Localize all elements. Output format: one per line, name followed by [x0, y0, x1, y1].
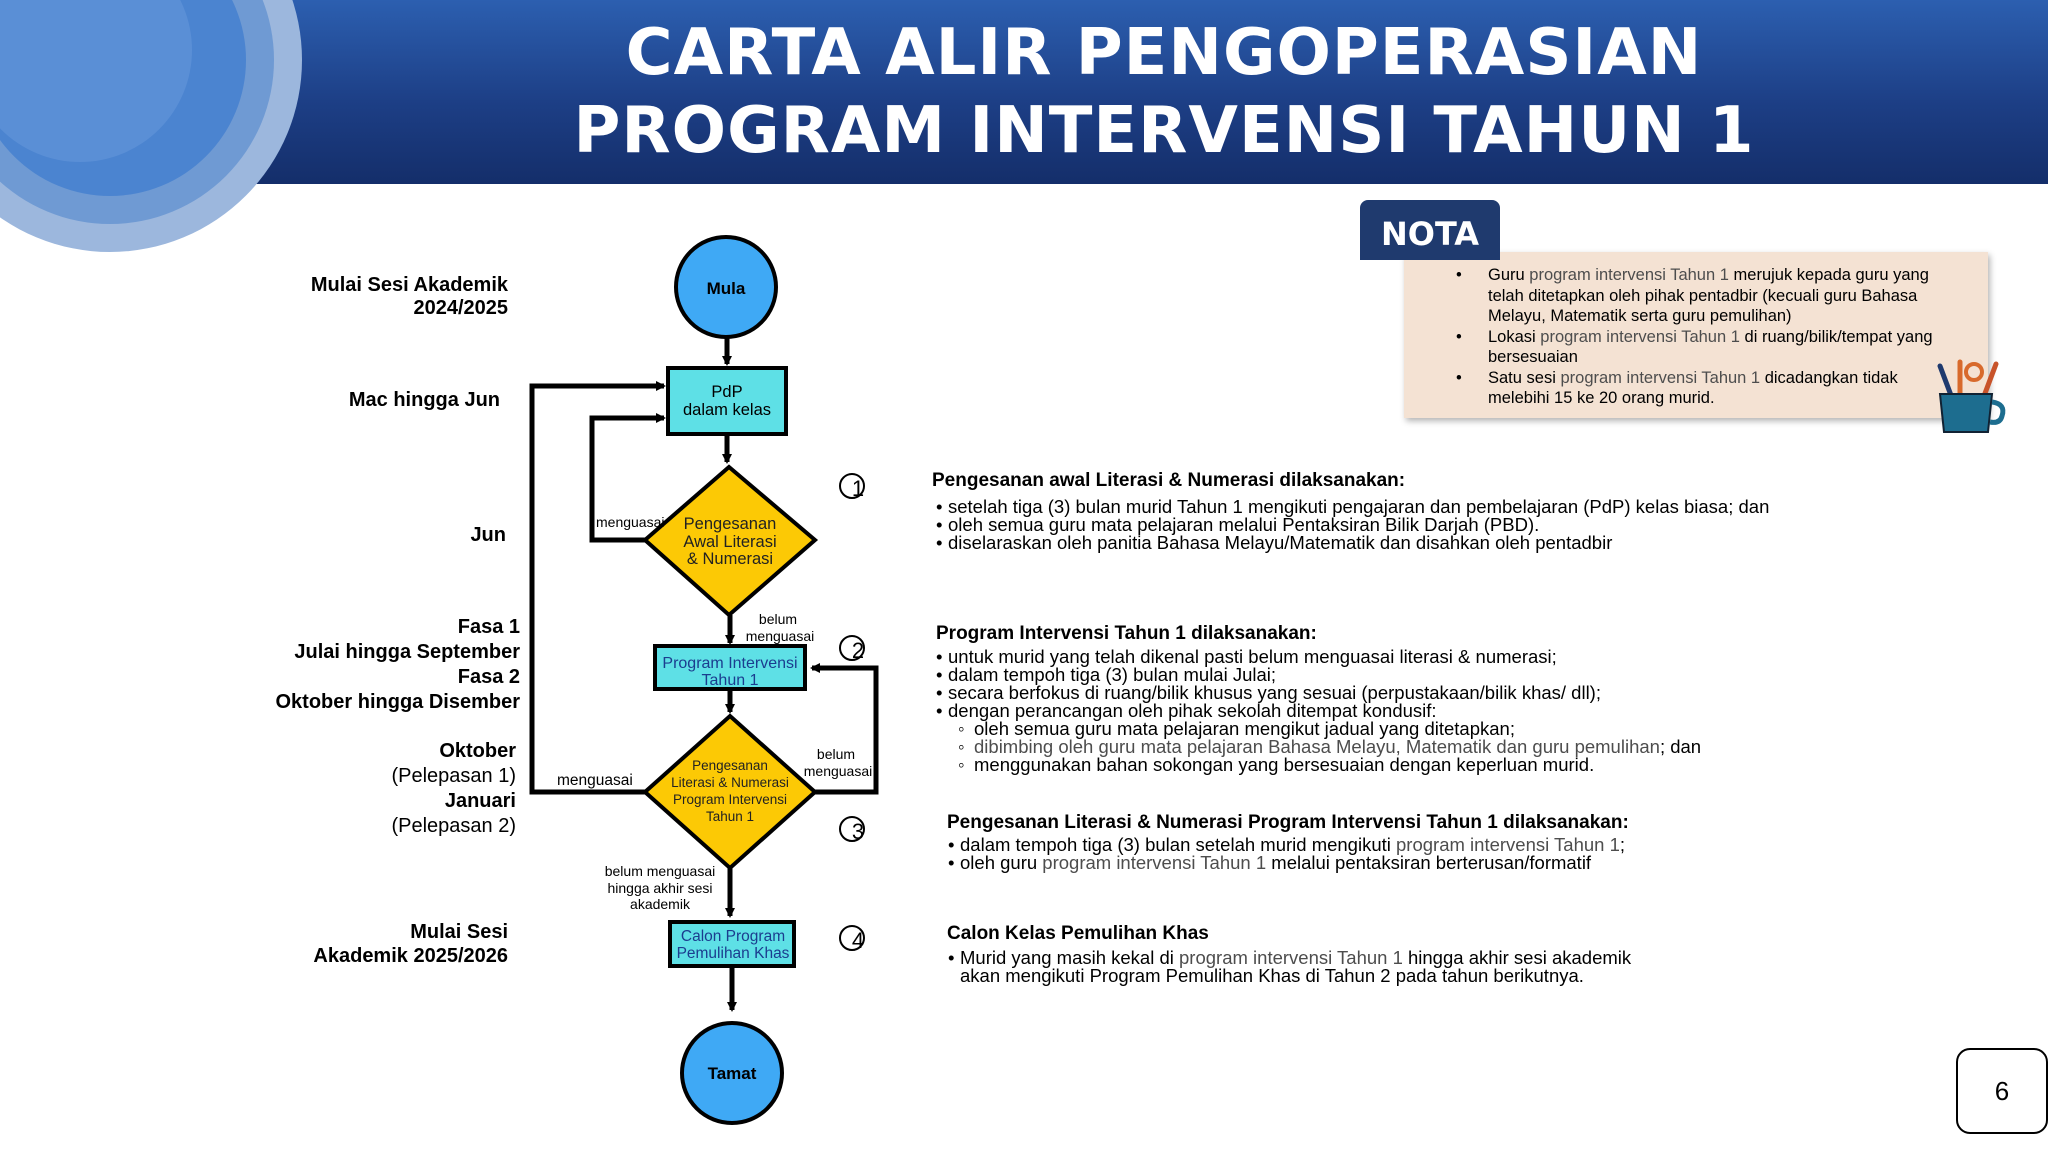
section-2-subitem: dibimbing oleh guru mata pelajaran Bahas… [936, 737, 1701, 756]
section-2-list: untuk murid yang telah dikenal pasti bel… [936, 647, 1701, 774]
edge-label-belum-3b: hingga akhir sesi [607, 880, 712, 896]
page-title-line2: PROGRAM INTERVENSI TAHUN 1 [573, 94, 1755, 168]
page-number: 6 [1956, 1048, 2048, 1134]
section-1-title: Pengesanan awal Literasi & Numerasi dila… [932, 470, 1406, 491]
timeline-jun: Jun [470, 524, 506, 546]
section-2-item: dalam tempoh tiga (3) bulan mulai Julai; [936, 665, 1701, 684]
section-3-title: Pengesanan Literasi & Numerasi Program I… [947, 812, 1629, 833]
d2-label-4: Tahun 1 [706, 809, 754, 824]
d1-label-1: Pengesanan [684, 515, 777, 533]
pdp-label-2: dalam kelas [683, 401, 771, 419]
nota-item: Lokasi program intervensi Tahun 1 di rua… [1456, 327, 1936, 368]
section-4-item: Murid yang masih kekal di program interv… [948, 948, 1631, 985]
edge-d1-menguasai [589, 413, 666, 543]
section-3-item: oleh guru program intervensi Tahun 1 mel… [948, 853, 1625, 872]
end-terminal: Tamat [680, 1021, 784, 1125]
section-2-subitem: oleh semua guru mata pelajaran mengikut … [936, 719, 1701, 738]
calon-label-2: Pemulihan Khas [677, 945, 790, 962]
pi-label-1: Program Intervensi [662, 655, 797, 672]
step-marker-4: 4 [839, 925, 865, 953]
end-label: Tamat [708, 1064, 757, 1083]
page-title: CARTA ALIR PENGOPERASIAN PROGRAM INTERVE… [280, 14, 2048, 170]
section-2-item: dengan perancangan oleh pihak sekolah di… [936, 701, 1701, 720]
timeline-mac-jun: Mac hingga Jun [348, 389, 500, 411]
svg-text:3: 3 [852, 819, 864, 844]
page-title-line1: CARTA ALIR PENGOPERASIAN [625, 16, 1703, 90]
section-1-item: oleh semua guru mata pelajaran melalui P… [936, 515, 1769, 534]
d1-label-3: & Numerasi [687, 550, 773, 568]
edge-d2-belum [810, 663, 879, 795]
nota-list: Guru program intervensi Tahun 1 merujuk … [1456, 265, 1936, 409]
section-2-subitem: menggunakan bahan sokongan yang bersesua… [936, 755, 1701, 774]
step-marker-3: 3 [839, 816, 865, 844]
pdp-process: PdP dalam kelas [666, 366, 788, 436]
edge-label-belum-2a: belum [817, 746, 855, 762]
svg-text:2: 2 [852, 638, 864, 663]
d1-label-2: Awal Literasi [683, 533, 776, 551]
d2-label-1: Pengesanan [692, 758, 768, 773]
pdp-label-1: PdP [711, 383, 742, 401]
section-2-title: Program Intervensi Tahun 1 dilaksanakan: [936, 623, 1317, 644]
timeline-fasa: Fasa 1 Julai hingga September Fasa 2 Okt… [275, 616, 521, 713]
edge-label-belum-2b: menguasai [804, 763, 873, 779]
edge-label-belum-1b: menguasai [746, 628, 815, 644]
decision-pengesanan-awal: Pengesanan Awal Literasi & Numerasi [641, 464, 819, 618]
header-banner: CARTA ALIR PENGOPERASIAN PROGRAM INTERVE… [0, 0, 2048, 184]
nota-item: Satu sesi program intervensi Tahun 1 dic… [1456, 368, 1936, 409]
calon-label-1: Calon Program [681, 928, 785, 945]
section-1-item: diselaraskan oleh panitia Bahasa Melayu/… [936, 533, 1769, 552]
timeline-pelepasan: Oktober (Pelepasan 1) Januari (Pelepasan… [391, 740, 516, 837]
step-marker-2: 2 [839, 635, 865, 663]
decision-pengesanan-pi: Pengesanan Literasi & Numerasi Program I… [641, 713, 819, 871]
edge-label-belum-3a: belum menguasai [605, 863, 716, 879]
nota-tab: NOTA [1360, 200, 1500, 260]
section-4-list: Murid yang masih kekal di program interv… [948, 948, 1631, 985]
corner-decoration [0, 0, 302, 252]
d2-label-3: Program Intervensi [673, 792, 787, 807]
program-intervensi-process: Program Intervensi Tahun 1 [653, 644, 807, 691]
edge-label-belum-1a: belum [759, 611, 797, 627]
start-terminal: Mula [674, 235, 778, 339]
edge-label-menguasai-1: menguasai [596, 514, 665, 530]
stationery-cup-icon [1937, 359, 2006, 433]
edge-label-belum-3c: akademik [630, 896, 691, 912]
svg-text:1: 1 [852, 476, 864, 501]
edge-label-menguasai-2: menguasai [557, 772, 633, 789]
section-2-item: untuk murid yang telah dikenal pasti bel… [936, 647, 1701, 666]
edge-d2-menguasai [529, 381, 666, 795]
pi-label-2: Tahun 1 [702, 672, 759, 689]
section-1-list: setelah tiga (3) bulan murid Tahun 1 men… [936, 497, 1769, 552]
section-1-item: setelah tiga (3) bulan murid Tahun 1 men… [936, 497, 1769, 516]
step-marker-1: 1 [839, 473, 865, 501]
d2-label-2: Literasi & Numerasi [671, 775, 789, 790]
start-label: Mula [707, 279, 746, 298]
section-3-item: dalam tempoh tiga (3) bulan setelah muri… [948, 835, 1625, 854]
section-2-item: secara berfokus di ruang/bilik khusus ya… [936, 683, 1701, 702]
calon-pemulihan-process: Calon Program Pemulihan Khas [668, 920, 796, 968]
nota-item: Guru program intervensi Tahun 1 merujuk … [1456, 265, 1936, 327]
section-3-list: dalam tempoh tiga (3) bulan setelah muri… [948, 835, 1625, 872]
svg-text:4: 4 [852, 928, 864, 953]
section-4-title: Calon Kelas Pemulihan Khas [947, 923, 1209, 944]
